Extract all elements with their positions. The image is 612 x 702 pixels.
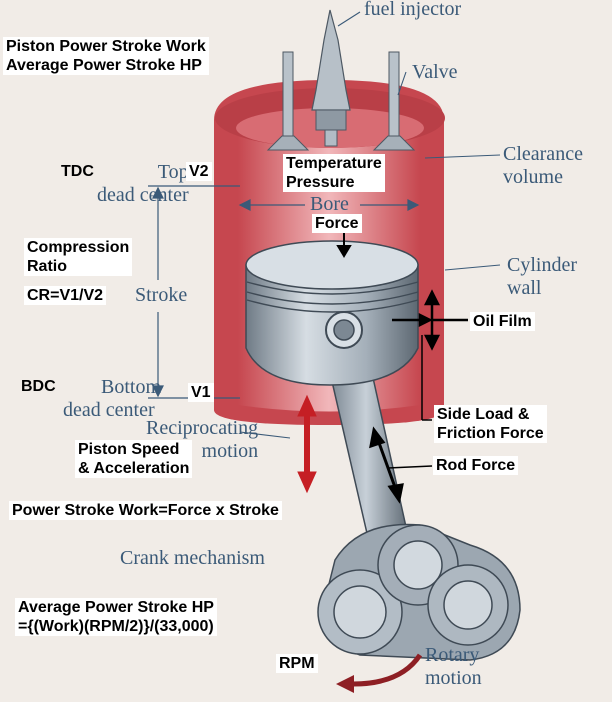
- label-reciprocating-motion: Reciprocating motion: [146, 417, 259, 462]
- title: Piston Power Stroke Work Average Power S…: [3, 37, 209, 75]
- rod-force-label: Rod Force: [433, 456, 519, 475]
- leader-lines: [239, 11, 501, 439]
- rpm-label: RPM: [276, 654, 318, 673]
- bdc-label: BDC: [21, 378, 56, 395]
- label-top-dead-center: Top dead center: [97, 161, 189, 206]
- label-valve: Valve: [412, 61, 458, 83]
- label-stroke: Stroke: [135, 284, 188, 306]
- temperature-pressure-label: Temperature Pressure: [283, 154, 385, 192]
- label-bottom-dead-center: Bottom dead center: [63, 376, 162, 421]
- fuel-injector: [311, 9, 351, 147]
- tdc-label: TDC: [61, 163, 94, 180]
- cr-formula: CR=V1/V2: [24, 286, 107, 305]
- oil-film-label: Oil Film: [470, 312, 535, 331]
- label-clearance-volume: Clearance volume: [503, 143, 583, 188]
- force-label: Force: [312, 214, 362, 233]
- crank-mechanism: [317, 523, 521, 661]
- label-crank-mechanism: Crank mechanism: [120, 547, 265, 569]
- work-formula: Power Stroke Work=Force x Stroke: [9, 501, 282, 520]
- piston-speed-label: Piston Speed & Acceleration: [75, 440, 193, 478]
- rod-force-arrow: [369, 426, 433, 504]
- hp-formula: Average Power Stroke HP ={(Work)(RPM/2)}…: [15, 598, 217, 636]
- label-bore: Bore: [310, 193, 349, 215]
- side-load-label: Side Load & Friction Force: [434, 405, 547, 443]
- valve-left: [266, 51, 310, 151]
- label-cylinder-wall: Cylinder wall: [507, 254, 577, 299]
- compression-ratio-label: Compression Ratio: [24, 238, 133, 276]
- force-arrow: [336, 232, 352, 258]
- label-fuel-injector: fuel injector: [364, 0, 462, 20]
- v1-label: V1: [188, 383, 214, 402]
- label-rotary-motion: Rotary motion: [425, 644, 482, 689]
- rotary-arrow: [336, 653, 423, 693]
- v2-label: V2: [186, 162, 212, 181]
- oil-film-arrows: [392, 289, 468, 351]
- side-load-line: [421, 335, 432, 421]
- stroke-dimension: [148, 185, 240, 399]
- reciprocating-arrow: [297, 394, 317, 494]
- valve-right: [372, 51, 416, 151]
- piston: [245, 240, 419, 386]
- bore-dimension: [238, 199, 420, 211]
